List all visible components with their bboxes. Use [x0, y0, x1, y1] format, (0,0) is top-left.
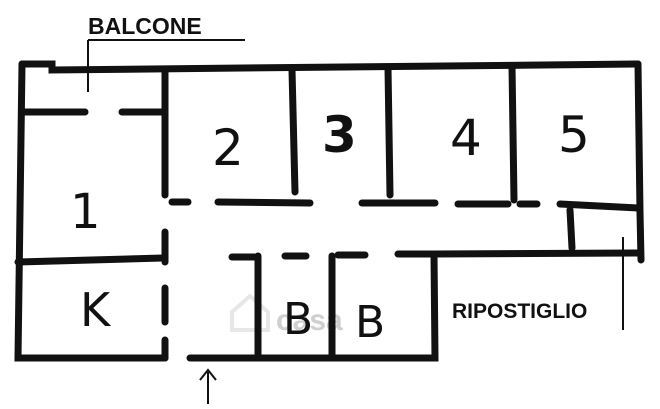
house-icon — [230, 293, 270, 332]
bath-2-label: B — [355, 297, 385, 348]
room-3-label: 3 — [322, 106, 357, 164]
room-5-label: 5 — [558, 106, 590, 164]
bathroom-walls — [254, 252, 336, 362]
corridor-wall-top — [168, 198, 642, 252]
ripostiglio-label: RIPOSTIGLIO — [452, 300, 587, 323]
arrow-up-icon — [199, 368, 217, 404]
room-partitions — [161, 62, 518, 204]
corridor-wall-bottom — [14, 228, 438, 362]
room-2-label: 2 — [212, 119, 244, 177]
kitchen-label: K — [80, 283, 112, 337]
room-4-label: 4 — [450, 109, 482, 167]
room-1-label: 1 — [70, 184, 101, 240]
leader-lines — [87, 39, 624, 330]
outer-walls — [14, 60, 645, 362]
bath-1-label: B — [283, 294, 313, 345]
balcone-label: BALCONE — [88, 13, 202, 39]
